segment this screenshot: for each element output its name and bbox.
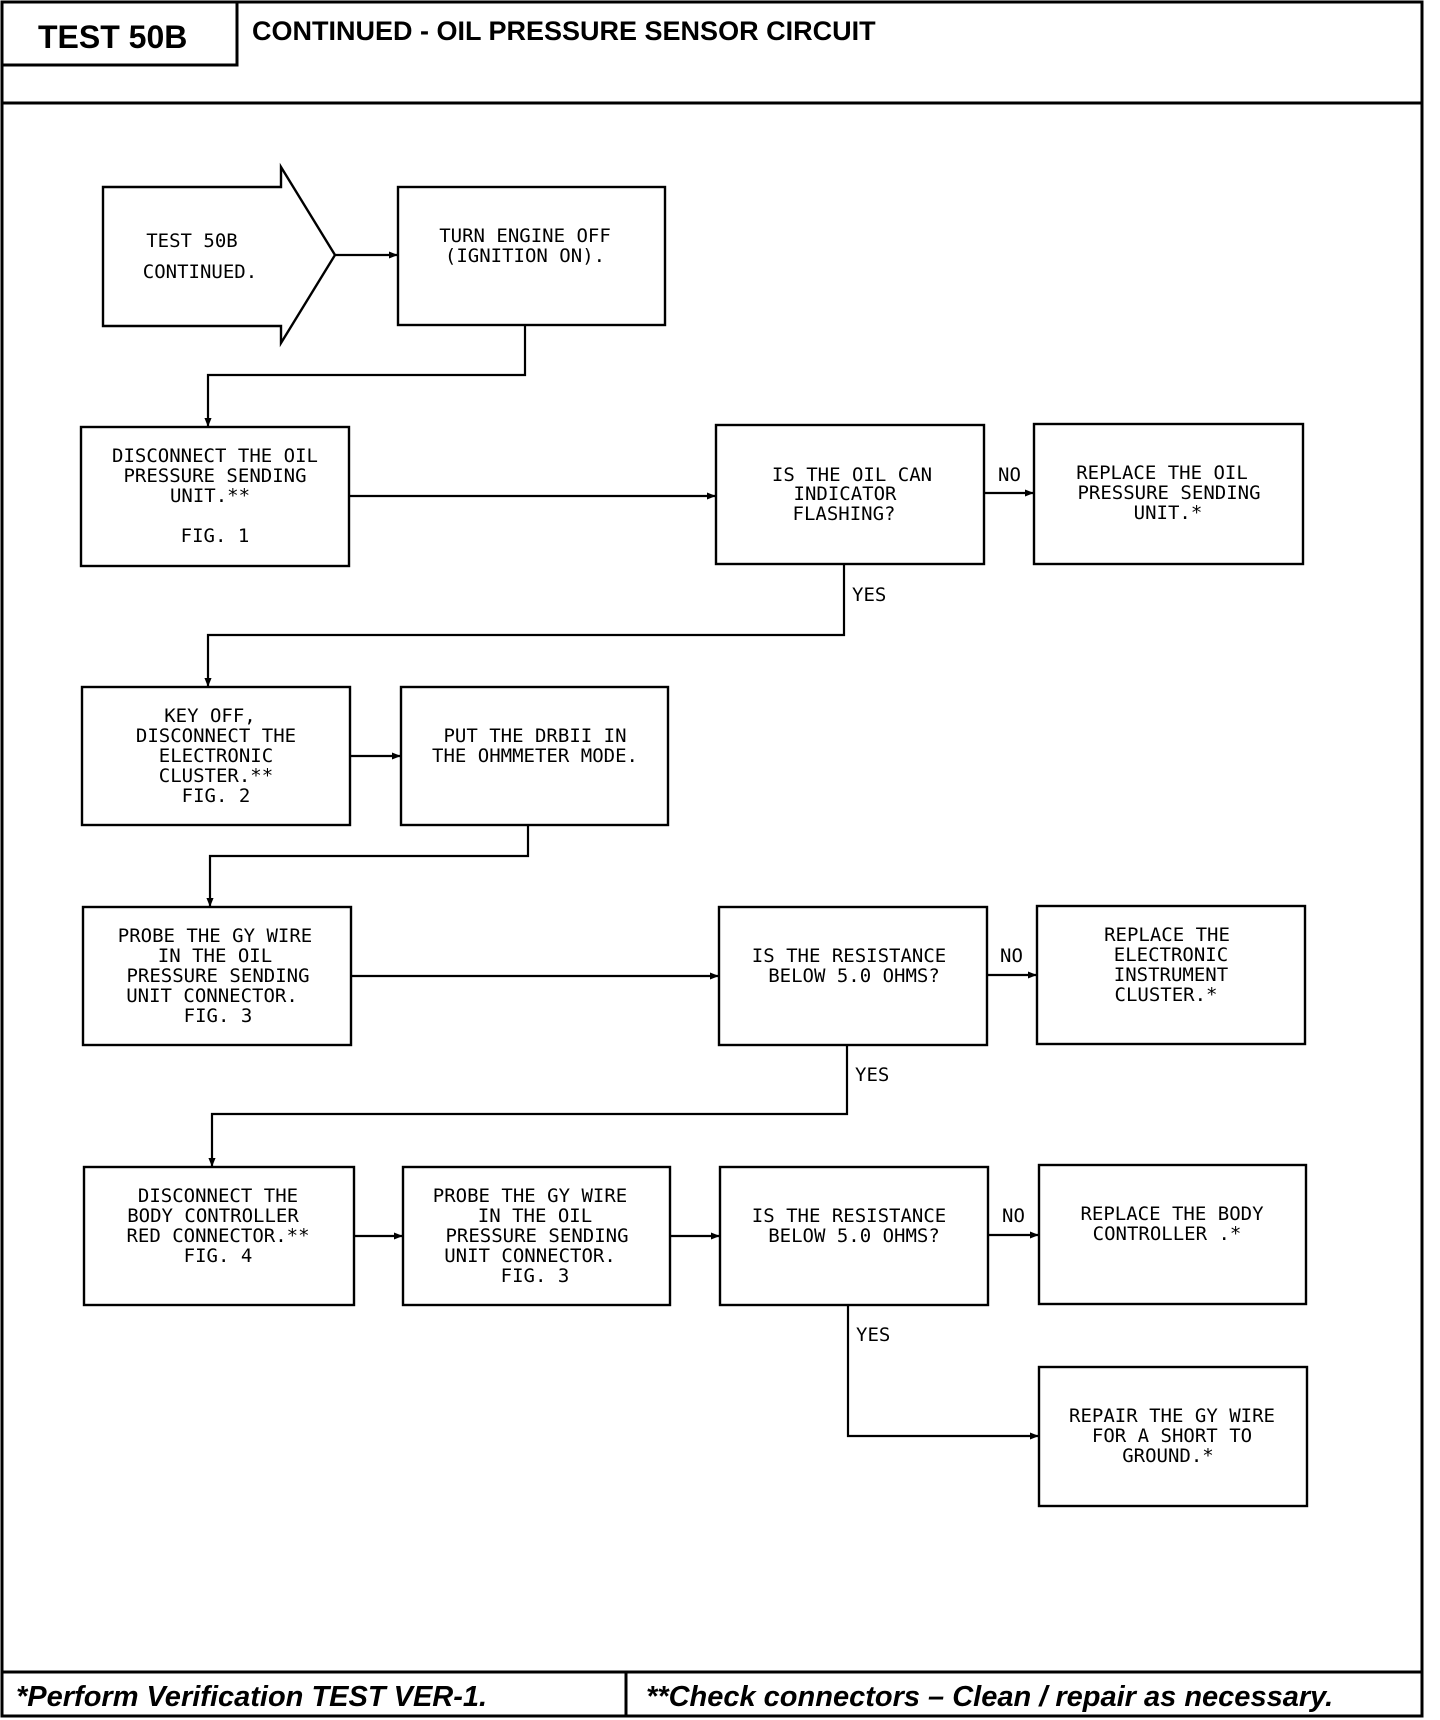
svg-text:PRESSURE SENDING: PRESSURE SENDING — [1077, 482, 1260, 504]
no-label-oil-can: NO — [998, 464, 1021, 486]
svg-text:BODY CONTROLLER: BODY CONTROLLER — [127, 1205, 299, 1227]
svg-text:PUT THE DRBII IN: PUT THE DRBII IN — [443, 725, 626, 747]
probe-gy-wire-step-2 — [401, 1165, 672, 1307]
svg-text:PRESSURE SENDING: PRESSURE SENDING — [123, 465, 306, 487]
svg-text:GROUND.*: GROUND.* — [1122, 1445, 1214, 1467]
turn-engine-off-step — [396, 185, 667, 327]
svg-text:BELOW 5.0 OHMS?: BELOW 5.0 OHMS? — [768, 965, 940, 987]
svg-text:IN THE OIL: IN THE OIL — [478, 1205, 592, 1227]
resistance-decision-2 — [718, 1165, 990, 1307]
svg-text:PRESSURE SENDING: PRESSURE SENDING — [126, 965, 309, 987]
svg-text:RED CONNECTOR.**: RED CONNECTOR.** — [126, 1225, 309, 1247]
yes-label-resistance-2: YES — [856, 1324, 890, 1346]
svg-text:TEST 50B: TEST 50B — [146, 230, 238, 252]
start-arrow-shape — [101, 162, 337, 348]
disconnect-oil-unit-step — [79, 425, 351, 568]
svg-text:UNIT.*: UNIT.* — [1134, 502, 1203, 524]
svg-text:UNIT CONNECTOR.: UNIT CONNECTOR. — [444, 1245, 616, 1267]
svg-text:FOR A SHORT TO: FOR A SHORT TO — [1092, 1425, 1252, 1447]
replace-cluster-text: REPLACE THE ELECTRONIC INSTRUMENT CLUSTE… — [1104, 924, 1230, 1006]
oil-can-flashing-text: IS THE OIL CAN INDICATOR FLASHING? — [772, 464, 932, 525]
repair-gy-wire-text: REPAIR THE GY WIRE FOR A SHORT TO GROUND… — [1069, 1405, 1275, 1467]
resistance-decision-text-2: IS THE RESISTANCE BELOW 5.0 OHMS? — [752, 1205, 946, 1247]
drbii-ohmmeter-text: PUT THE DRBII IN THE OHMMETER MODE. — [432, 725, 638, 767]
svg-text:DISCONNECT THE: DISCONNECT THE — [136, 725, 296, 747]
svg-text:CONTINUED.: CONTINUED. — [143, 261, 257, 283]
svg-text:BELOW 5.0 OHMS?: BELOW 5.0 OHMS? — [768, 1225, 940, 1247]
svg-text:IS THE OIL CAN: IS THE OIL CAN — [772, 464, 932, 486]
svg-text:CONTROLLER .*: CONTROLLER .* — [1093, 1223, 1242, 1245]
replace-body-controller-step — [1037, 1163, 1308, 1306]
turn-engine-off-text: TURN ENGINE OFF (IGNITION ON). — [439, 225, 611, 267]
disconnect-oil-unit-text: DISCONNECT THE OIL PRESSURE SENDING UNIT… — [112, 445, 318, 547]
key-off-cluster-step — [80, 685, 352, 827]
probe-gy-wire-step-1 — [81, 905, 353, 1047]
no-label-resistance-1: NO — [1000, 945, 1023, 967]
disconnect-body-controller-text: DISCONNECT THE BODY CONTROLLER RED CONNE… — [126, 1185, 309, 1267]
svg-text:PROBE THE GY WIRE: PROBE THE GY WIRE — [433, 1185, 627, 1207]
drbii-ohmmeter-step — [399, 685, 670, 827]
svg-text:FLASHING?: FLASHING? — [793, 503, 896, 525]
start-box-text: TEST 50B CONTINUED. — [143, 230, 257, 283]
svg-text:DISCONNECT THE: DISCONNECT THE — [138, 1185, 298, 1207]
replace-body-controller-text: REPLACE THE BODY CONTROLLER .* — [1080, 1203, 1264, 1245]
svg-text:FIG. 4: FIG. 4 — [184, 1245, 253, 1267]
svg-text:CLUSTER.**: CLUSTER.** — [159, 765, 273, 787]
svg-text:REPLACE THE: REPLACE THE — [1104, 924, 1230, 946]
replace-oil-unit-step — [1032, 422, 1305, 566]
footer-right-note: **Check connectors – Clean / repair as n… — [646, 1681, 1333, 1713]
header-label-box — [0, 0, 239, 67]
connector-turn-off-to-disconnect — [204, 325, 527, 427]
replace-cluster-step — [1035, 904, 1307, 1046]
svg-text:UNIT CONNECTOR.: UNIT CONNECTOR. — [126, 985, 298, 1007]
test-label: TEST 50B — [38, 19, 187, 55]
svg-text:INDICATOR: INDICATOR — [794, 483, 898, 505]
probe-gy-wire-text-1: PROBE THE GY WIRE IN THE OIL PRESSURE SE… — [118, 925, 312, 1027]
oil-can-flashing-decision — [714, 423, 986, 566]
svg-text:REPLACE THE OIL: REPLACE THE OIL — [1076, 462, 1248, 484]
key-off-cluster-text: KEY OFF, DISCONNECT THE ELECTRONIC CLUST… — [136, 705, 296, 807]
connector-oil-can-yes — [204, 564, 846, 687]
svg-text:REPLACE THE BODY: REPLACE THE BODY — [1080, 1203, 1264, 1225]
svg-text:KEY OFF,: KEY OFF, — [164, 705, 256, 727]
connector-drbii-to-probe — [206, 825, 530, 907]
connector-resistance-2-yes — [846, 1305, 1039, 1440]
yes-label-oil-can: YES — [852, 584, 886, 606]
svg-text:PRESSURE SENDING: PRESSURE SENDING — [445, 1225, 628, 1247]
yes-label-resistance-1: YES — [855, 1064, 889, 1086]
svg-text:IN THE OIL: IN THE OIL — [158, 945, 272, 967]
svg-text:PROBE THE GY WIRE: PROBE THE GY WIRE — [118, 925, 312, 947]
repair-gy-wire-step — [1037, 1365, 1309, 1508]
svg-text:CLUSTER.*: CLUSTER.* — [1115, 984, 1218, 1006]
svg-text:IS THE RESISTANCE: IS THE RESISTANCE — [752, 1205, 946, 1227]
page-title: CONTINUED - OIL PRESSURE SENSOR CIRCUIT — [252, 16, 876, 46]
svg-text:THE OHMMETER MODE.: THE OHMMETER MODE. — [432, 745, 638, 767]
svg-text:ELECTRONIC: ELECTRONIC — [1114, 944, 1228, 966]
resistance-decision-text-1: IS THE RESISTANCE BELOW 5.0 OHMS? — [752, 945, 946, 987]
svg-text:FIG. 2: FIG. 2 — [182, 785, 251, 807]
svg-text:FIG. 1: FIG. 1 — [181, 525, 250, 547]
svg-text:DISCONNECT THE OIL: DISCONNECT THE OIL — [112, 445, 318, 467]
svg-text:ELECTRONIC: ELECTRONIC — [159, 745, 273, 767]
svg-text:(IGNITION ON).: (IGNITION ON). — [445, 245, 605, 267]
resistance-decision-1 — [717, 905, 989, 1047]
connector-resistance-1-yes — [208, 1045, 849, 1167]
svg-text:INSTRUMENT: INSTRUMENT — [1114, 964, 1228, 986]
disconnect-body-controller-step — [82, 1165, 356, 1307]
no-label-resistance-2: NO — [1002, 1205, 1025, 1227]
probe-gy-wire-text-2: PROBE THE GY WIRE IN THE OIL PRESSURE SE… — [433, 1185, 629, 1287]
svg-text:IS THE RESISTANCE: IS THE RESISTANCE — [752, 945, 946, 967]
svg-text:REPAIR THE GY WIRE: REPAIR THE GY WIRE — [1069, 1405, 1275, 1427]
replace-oil-unit-text: REPLACE THE OIL PRESSURE SENDING UNIT.* — [1076, 462, 1260, 524]
footer-left-note: *Perform Verification TEST VER-1. — [16, 1681, 487, 1713]
svg-text:FIG. 3: FIG. 3 — [501, 1265, 570, 1287]
svg-text:FIG. 3: FIG. 3 — [184, 1005, 253, 1027]
svg-text:TURN ENGINE OFF: TURN ENGINE OFF — [439, 225, 611, 247]
svg-text:UNIT.**: UNIT.** — [170, 485, 250, 507]
